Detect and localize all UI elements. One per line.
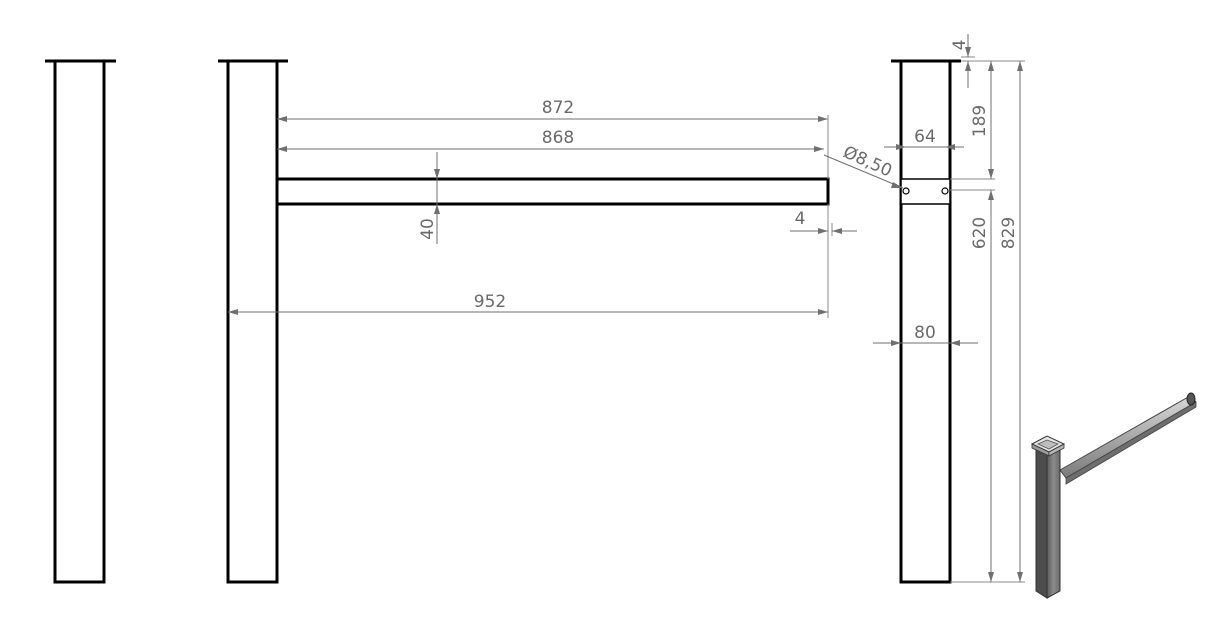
dim-4-arm-label: 4 (795, 209, 806, 229)
dimension-868: 868 (277, 128, 824, 152)
dimension-620: 620 (950, 189, 1025, 583)
dimension-189: 189 (950, 61, 995, 180)
dimension-hole-diameter: Ø8,50 (823, 142, 904, 189)
dim-hole-label: Ø8,50 (840, 142, 895, 181)
dimension-64: 64 (884, 127, 964, 150)
dim-189-label: 189 (970, 105, 990, 137)
mount-hole-left (902, 187, 910, 195)
dim-80-label: 80 (914, 323, 936, 343)
dimension-872: 872 (277, 98, 829, 179)
dim-872-label: 872 (542, 98, 574, 118)
dim-620-label: 620 (970, 217, 990, 249)
dimension-40: 40 (418, 152, 440, 244)
dimension-80: 80 (873, 323, 978, 346)
dim-4-top-label: 4 (950, 40, 970, 51)
dimension-4-arm-end: 4 (790, 204, 857, 236)
dim-829-label: 829 (999, 217, 1019, 249)
leg-end-view (891, 59, 961, 584)
leg-side-view (45, 59, 116, 584)
arm-beam (275, 177, 830, 206)
dim-952-label: 952 (474, 292, 506, 312)
dim-40-label: 40 (418, 218, 438, 240)
dimension-4-top: 4 (950, 34, 1025, 88)
mount-hole-right (941, 187, 949, 195)
isometric-preview (1030, 392, 1197, 599)
dimension-829: 829 (999, 61, 1023, 582)
dimension-952: 952 (228, 236, 829, 318)
leg-front-view (218, 59, 830, 584)
dim-64-label: 64 (914, 127, 936, 147)
dim-868-label: 868 (542, 128, 574, 148)
